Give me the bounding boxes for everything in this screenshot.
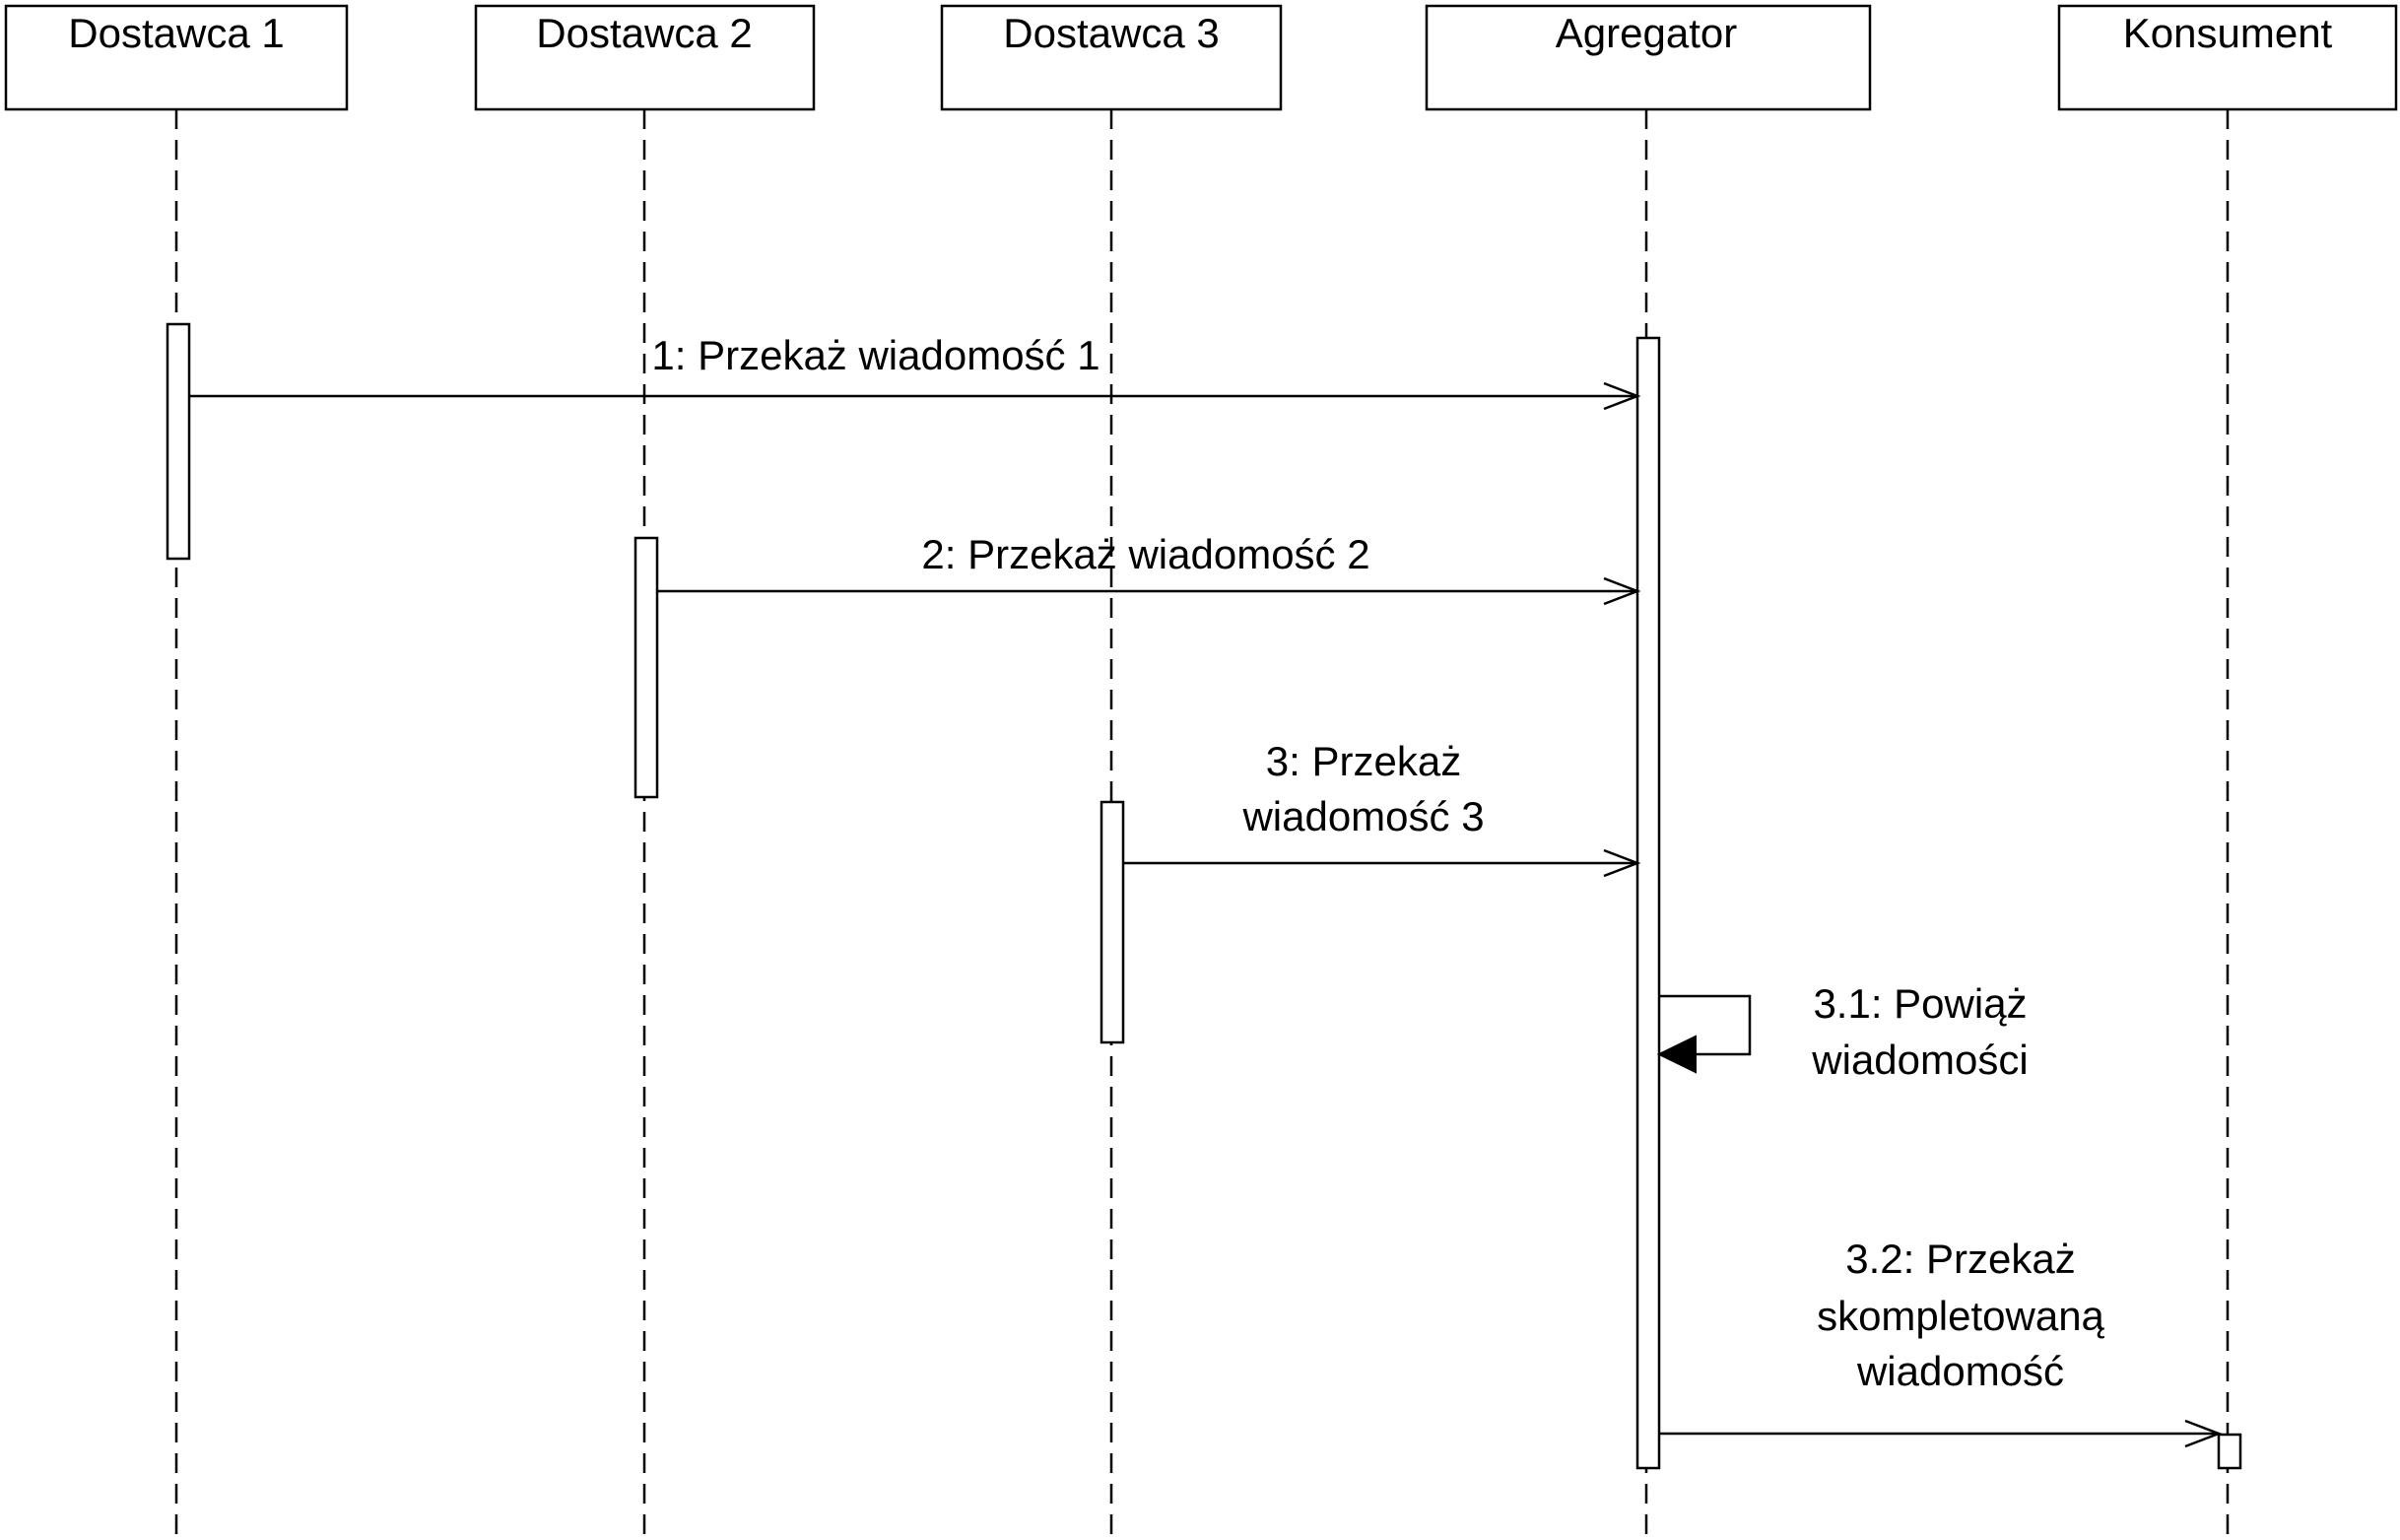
message-2: 2: Przekaż wiadomość 2 [657,531,1641,606]
participant-konsument: Konsument [2057,4,2398,111]
message-3-2-label-line-3: wiadomość [1856,1348,2064,1394]
participant-dostawca-2: Dostawca 2 [474,4,816,111]
message-3-1-label-line-2: wiadomości [1811,1037,2028,1083]
participant-label: Dostawca 1 [68,10,284,56]
activation-dostawca-1 [166,322,191,561]
participant-dostawca-1: Dostawca 1 [4,4,349,111]
participant-label: Dostawca 2 [536,10,752,56]
message-3-1: 3.1: Powiąż wiadomości [1656,980,2029,1083]
activation-dostawca-3 [1100,800,1125,1044]
participant-label: Dostawca 3 [1003,10,1219,56]
message-1: 1: Przekaż wiadomość 1 [189,332,1641,411]
activation-agregator [1635,336,1661,1470]
participant-agregator: Agregator [1425,4,1872,111]
message-3: 3: Przekaż wiadomość 3 [1123,738,1641,878]
message-3-2-label-line-1: 3.2: Przekaż [1845,1236,2075,1282]
message-3-1-label-line-1: 3.1: Powiąż [1813,980,2027,1027]
message-3-2-label-line-2: skompletowaną [1817,1293,2104,1339]
message-3-1-filled-arrowhead [1656,1035,1697,1074]
participant-label: Agregator [1556,10,1737,56]
message-3-1-self-loop [1659,994,1752,1056]
participant-dostawca-3: Dostawca 3 [940,4,1283,111]
message-3-2: 3.2: Przekaż skompletowaną wiadomość [1659,1236,2223,1448]
message-1-label: 1: Przekaż wiadomość 1 [651,332,1100,378]
participant-label: Konsument [2123,10,2333,56]
message-3-label-line-1: 3: Przekaż [1266,738,1461,784]
message-2-label: 2: Przekaż wiadomość 2 [921,531,1369,577]
activation-konsument [2217,1433,2242,1470]
activation-dostawca-2 [633,536,659,799]
message-3-label-line-2: wiadomość 3 [1241,793,1484,839]
